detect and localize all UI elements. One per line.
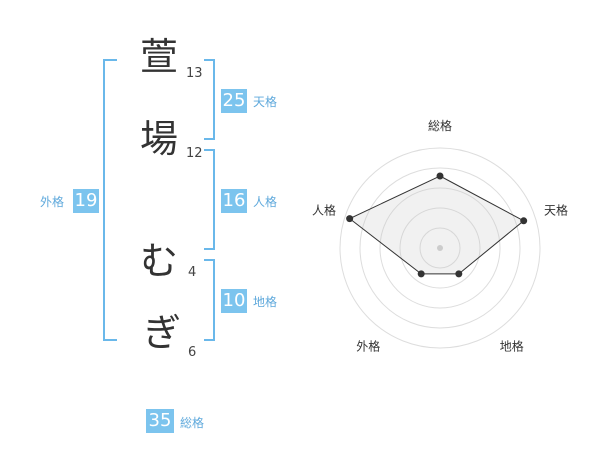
radar-axis-label-1: 天格 [544, 202, 568, 217]
radar-grid [339, 147, 541, 349]
name-char-3: む [140, 239, 179, 283]
radar-axis-label-4: 人格 [312, 202, 336, 217]
radar-point-4 [346, 215, 354, 223]
jinkaku-label: 人格 [253, 195, 278, 209]
name-char-2: 場 [140, 117, 179, 161]
radar-axis-label-3: 外格 [356, 339, 380, 354]
radar-axis-label-2: 地格 [500, 339, 524, 354]
radar-ring-2 [399, 207, 481, 289]
chikaku-label: 地格 [253, 295, 278, 309]
jinkaku-value: 16 [221, 189, 247, 213]
tenkaku-value: 25 [221, 89, 247, 113]
name-char-1: 萱 [140, 35, 179, 79]
soukaku-value: 35 [146, 409, 174, 433]
radar-point-2 [455, 270, 463, 278]
radar-axis-label-0: 総格 [428, 118, 452, 133]
name-char-4: ぎ [143, 311, 182, 355]
soukaku-label: 総格 [180, 416, 205, 430]
stroke-count-2: 12 [186, 146, 203, 161]
chikaku-bracket [204, 259, 215, 341]
radar-ring-4 [359, 167, 521, 329]
gaikaku-value: 19 [73, 189, 99, 213]
gaikaku-bracket [103, 59, 117, 341]
chikaku-value: 10 [221, 289, 247, 313]
radar-ring-3 [379, 187, 501, 309]
jinkaku-bracket [204, 149, 215, 250]
radar-area [348, 175, 525, 275]
radar-center [437, 245, 443, 251]
stroke-count-3: 4 [188, 265, 197, 280]
tenkaku-bracket [204, 59, 215, 140]
radar-ring-1 [419, 227, 461, 269]
radar-ring-5 [339, 147, 541, 349]
tenkaku-label: 天格 [253, 95, 278, 109]
radar-point-0 [436, 172, 444, 180]
stroke-count-1: 13 [186, 66, 203, 81]
radar-point-1 [520, 217, 528, 225]
stroke-count-4: 6 [188, 345, 197, 360]
gaikaku-label: 外格 [40, 195, 65, 209]
radar-point-3 [417, 270, 425, 278]
